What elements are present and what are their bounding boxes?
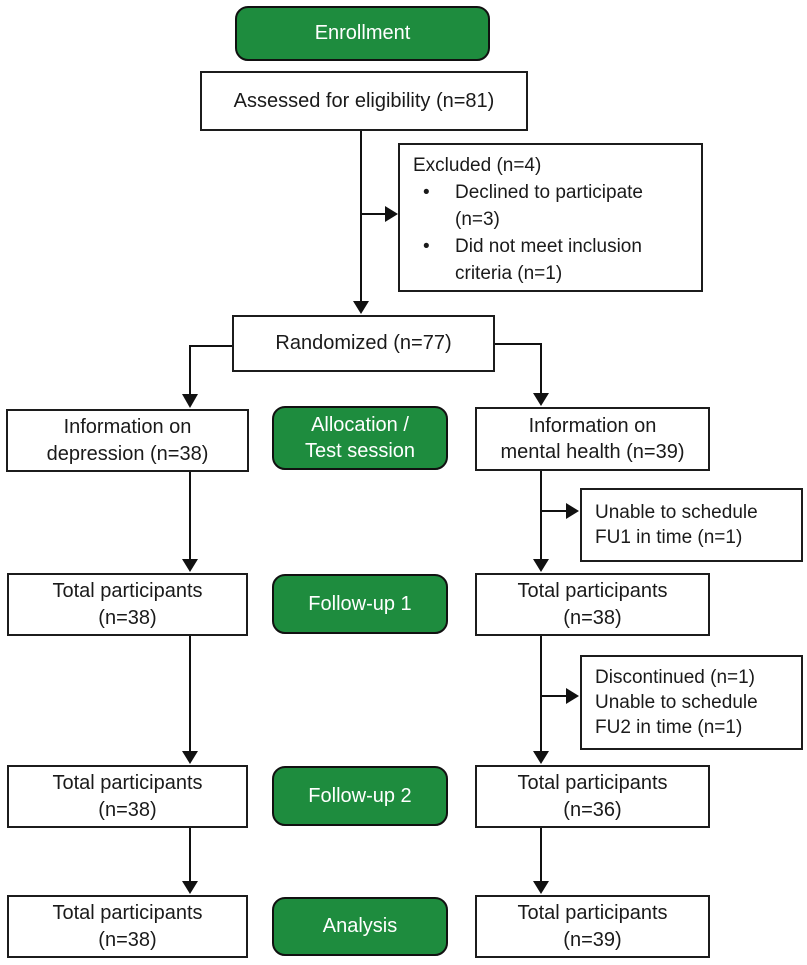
box-fu2-depression-arm: Total participants (n=38) [7, 765, 248, 828]
box-analysis-mental-health-arm: Total participants (n=39) [475, 895, 710, 958]
box-note-discontinued-fu2: Discontinued (n=1) Unable to schedule FU… [580, 655, 803, 750]
connector-right-fu2-to-analysis [533, 828, 549, 894]
connector-to-excluded [361, 206, 398, 222]
excluded-reason-criteria: Did not meet inclusion criteria (n=1) [413, 234, 691, 288]
allocation-right-label: Information on mental health (n=39) [500, 414, 685, 463]
excluded-reason-declined: Declined to participate (n=3) [413, 180, 691, 234]
fu1-right-label: Total participants (n=38) [517, 580, 668, 629]
stage-badge-analysis: Analysis [272, 897, 448, 956]
randomized-label: Randomized (n=77) [275, 332, 452, 355]
stage-badge-enrollment: Enrollment [235, 6, 490, 61]
box-allocation-depression-arm: Information on depression (n=38) [6, 409, 249, 472]
fu1-left-label: Total participants (n=38) [52, 580, 203, 629]
stage-badge-followup1: Follow-up 1 [272, 574, 448, 634]
box-fu1-mental-health-arm: Total participants (n=38) [475, 573, 710, 636]
box-assessed-eligibility: Assessed for eligibility (n=81) [200, 71, 528, 131]
connector-to-fu2-note [541, 688, 579, 704]
excluded-reasons-list: Declined to participate (n=3) Did not me… [413, 180, 691, 288]
connector-left-fu2-to-analysis [182, 828, 198, 894]
fu2-note-label: Discontinued (n=1) Unable to schedule FU… [595, 666, 758, 739]
allocation-left-label: Information on depression (n=38) [46, 416, 209, 465]
connector-randomized-to-left-arm [182, 345, 232, 408]
fu1-note-label: Unable to schedule FU1 in time (n=1) [595, 501, 758, 548]
stage-badge-allocation: Allocation / Test session [272, 406, 448, 470]
fu2-left-label: Total participants (n=38) [52, 772, 203, 821]
excluded-title: Excluded (n=4) [413, 155, 542, 176]
box-fu2-mental-health-arm: Total participants (n=36) [475, 765, 710, 828]
connector-assessed-to-randomized [353, 131, 369, 314]
box-fu1-depression-arm: Total participants (n=38) [7, 573, 248, 636]
stage-label-followup2: Follow-up 2 [308, 784, 412, 807]
stage-label-analysis: Analysis [322, 915, 398, 938]
analysis-right-label: Total participants (n=39) [517, 902, 668, 951]
box-randomized: Randomized (n=77) [232, 315, 495, 372]
stage-label-enrollment: Enrollment [314, 22, 411, 45]
fu2-right-label: Total participants (n=36) [517, 772, 668, 821]
connector-right-fu1-to-fu2 [533, 636, 549, 764]
box-analysis-depression-arm: Total participants (n=38) [7, 895, 248, 958]
assessed-label: Assessed for eligibility (n=81) [233, 89, 495, 112]
connector-randomized-to-right-arm [495, 343, 549, 406]
stage-badge-followup2: Follow-up 2 [272, 766, 448, 826]
connector-left-allocation-to-fu1 [182, 472, 198, 572]
box-allocation-mental-health-arm: Information on mental health (n=39) [475, 407, 710, 471]
connector-right-allocation-to-fu1 [533, 471, 549, 572]
connector-to-fu1-note [541, 503, 579, 519]
stage-label-followup1: Follow-up 1 [308, 592, 412, 615]
box-excluded: Excluded (n=4) Declined to participate (… [398, 143, 703, 292]
box-note-unable-fu1: Unable to schedule FU1 in time (n=1) [580, 488, 803, 562]
analysis-left-label: Total participants (n=38) [52, 902, 203, 951]
connector-left-fu1-to-fu2 [182, 636, 198, 764]
stage-label-allocation: Allocation / Test session [304, 413, 416, 462]
